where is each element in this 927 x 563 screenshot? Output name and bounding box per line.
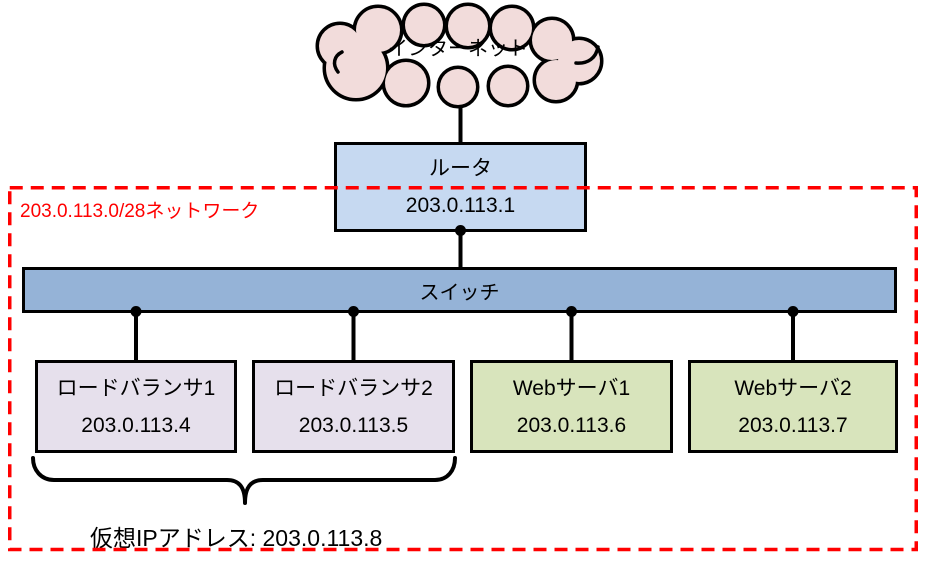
node-loadbalancer-1: ロードバランサ1 203.0.113.4 [35, 360, 237, 453]
node-loadbalancer-2: ロードバランサ2 203.0.113.5 [252, 360, 455, 453]
router-label: ルータ [429, 157, 492, 180]
node-label: ロードバランサ1 [56, 376, 216, 400]
cloud-curl-left [332, 50, 344, 74]
switch-node: スイッチ [22, 267, 897, 313]
cloud-curl-right [574, 45, 600, 65]
virtual-ip-brace [31, 456, 457, 505]
internet-label: インターネット [388, 38, 528, 60]
router-node: ルータ 203.0.113.1 [334, 142, 587, 232]
node-ip: 203.0.113.5 [298, 413, 409, 437]
node-label: Webサーバ1 [512, 376, 631, 400]
node-webserver-2: Webサーバ2 203.0.113.7 [688, 360, 898, 453]
network-range-label: 203.0.113.0/28ネットワーク [20, 201, 260, 222]
virtual-ip-label: 仮想IPアドレス: 203.0.113.8 [90, 525, 383, 551]
node-ip: 203.0.113.6 [516, 413, 627, 437]
node-webserver-1: Webサーバ1 203.0.113.6 [470, 360, 673, 453]
node-label: ロードバランサ2 [274, 376, 433, 400]
switch-label: スイッチ [419, 281, 500, 304]
node-ip: 203.0.113.4 [81, 413, 191, 437]
node-label: Webサーバ2 [734, 376, 852, 400]
router-ip: 203.0.113.1 [405, 194, 516, 217]
node-ip: 203.0.113.7 [738, 413, 848, 437]
